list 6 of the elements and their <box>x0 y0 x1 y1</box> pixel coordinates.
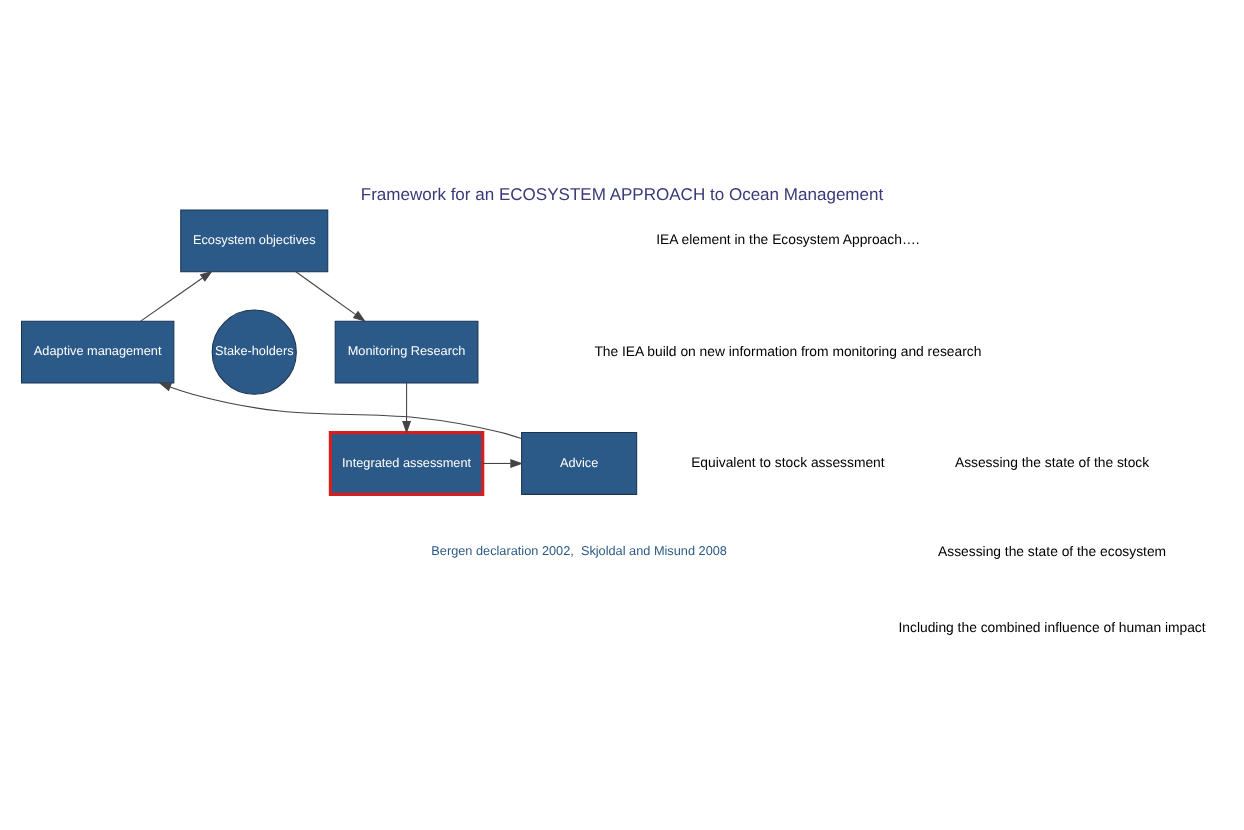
arrow <box>482 459 524 468</box>
arrow <box>402 382 412 434</box>
arrow <box>295 271 366 322</box>
arrow <box>140 270 213 322</box>
arrow <box>158 382 522 440</box>
diagram-title: Framework for an ECOSYSTEM APPROACH to Ocean Management <box>360 184 884 205</box>
